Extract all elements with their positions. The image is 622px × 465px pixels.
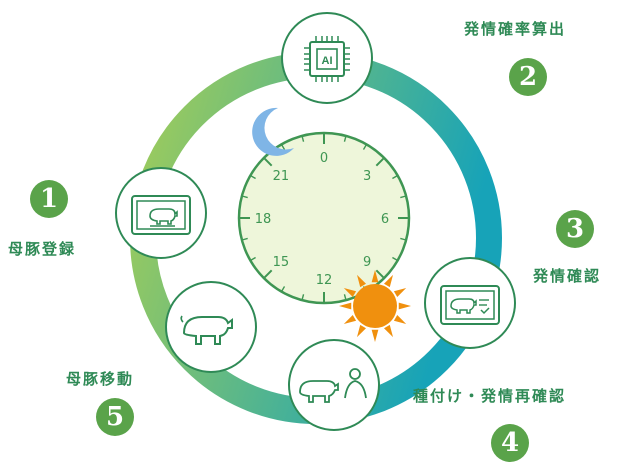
clock-tick [281,286,286,292]
monitor-pig-check-icon [440,285,500,325]
clock-tick [301,294,305,300]
clock-tick [392,256,398,261]
sun-rays [339,270,411,342]
clock-hour-label: 6 [381,212,389,227]
step-node-5 [165,281,257,373]
clock: 0 3 6 9 12 15 18 21 [237,131,411,305]
clock-tick [392,175,398,180]
sun-ray [383,274,393,288]
sun-ray [357,324,367,338]
sun-disc [353,284,397,328]
clock-tick [250,175,256,180]
sun-ray [343,288,357,298]
clock-tick [362,144,367,150]
clock-tick [242,195,248,199]
clock-tick [242,237,248,241]
sun-ray [339,302,352,310]
step-label-4: 種付け・発情再確認 [413,387,567,405]
step-node-circle [165,281,257,373]
step-label-5: 母豚移動 [66,370,135,388]
clock-tick [301,136,305,142]
sun-ray [383,324,393,338]
sun-ray [371,329,379,342]
sun-ray [393,314,407,324]
clock-face [237,131,411,305]
clock-hour-labels: 0 3 6 9 12 15 18 21 [255,151,389,288]
sun-ray [357,274,367,288]
moon-icon [252,107,294,156]
clock-hour-label: 18 [255,212,272,227]
ai-chip-icon: AI [304,36,350,82]
clock-hour-label: 15 [273,255,290,270]
clock-tick [250,256,256,261]
clock-tick [281,144,286,150]
clock-hour-label: 9 [363,255,371,270]
clock-hour-label: 3 [363,169,371,184]
step-node-circle [281,12,373,104]
clock-tick [375,157,385,167]
step-number-4: 4 [491,424,529,462]
clock-tick [343,136,347,142]
clock-hour-label: 21 [273,169,290,184]
clock-tick [400,195,406,199]
sun-ray [393,288,407,298]
clock-tick [375,269,385,279]
pig-farmer-icon [299,368,367,403]
chip-pins [304,36,350,82]
step-number-1: 1 [30,180,68,218]
svg-text:AI: AI [322,55,333,67]
clock-tick [343,294,347,300]
sun-ray [371,270,379,283]
clock-ticks [240,134,408,302]
sun-ray [398,302,411,310]
step-node-2: AI [281,12,373,104]
monitor-pig-icon [131,195,191,235]
clock-tick [263,157,273,167]
step-node-circle [115,167,207,259]
pig-icon [180,315,233,345]
clock-tick [400,237,406,241]
step-number-2: 2 [509,58,547,96]
clock-tick [263,269,273,279]
sun-icon [339,270,411,342]
sun-ray [343,314,357,324]
step-number-5: 5 [96,398,134,436]
step-label-1: 母豚登録 [8,240,77,258]
step-node-1 [115,167,207,259]
step-label-3: 発情確認 [533,267,602,285]
step-node-3 [424,257,516,349]
clock-hour-label: 0 [320,151,328,166]
clock-hour-label: 12 [316,273,333,288]
step-node-circle [424,257,516,349]
step-number-3: 3 [556,210,594,248]
step-label-2: 発情確率算出 [464,20,567,38]
step-node-4 [288,339,380,431]
